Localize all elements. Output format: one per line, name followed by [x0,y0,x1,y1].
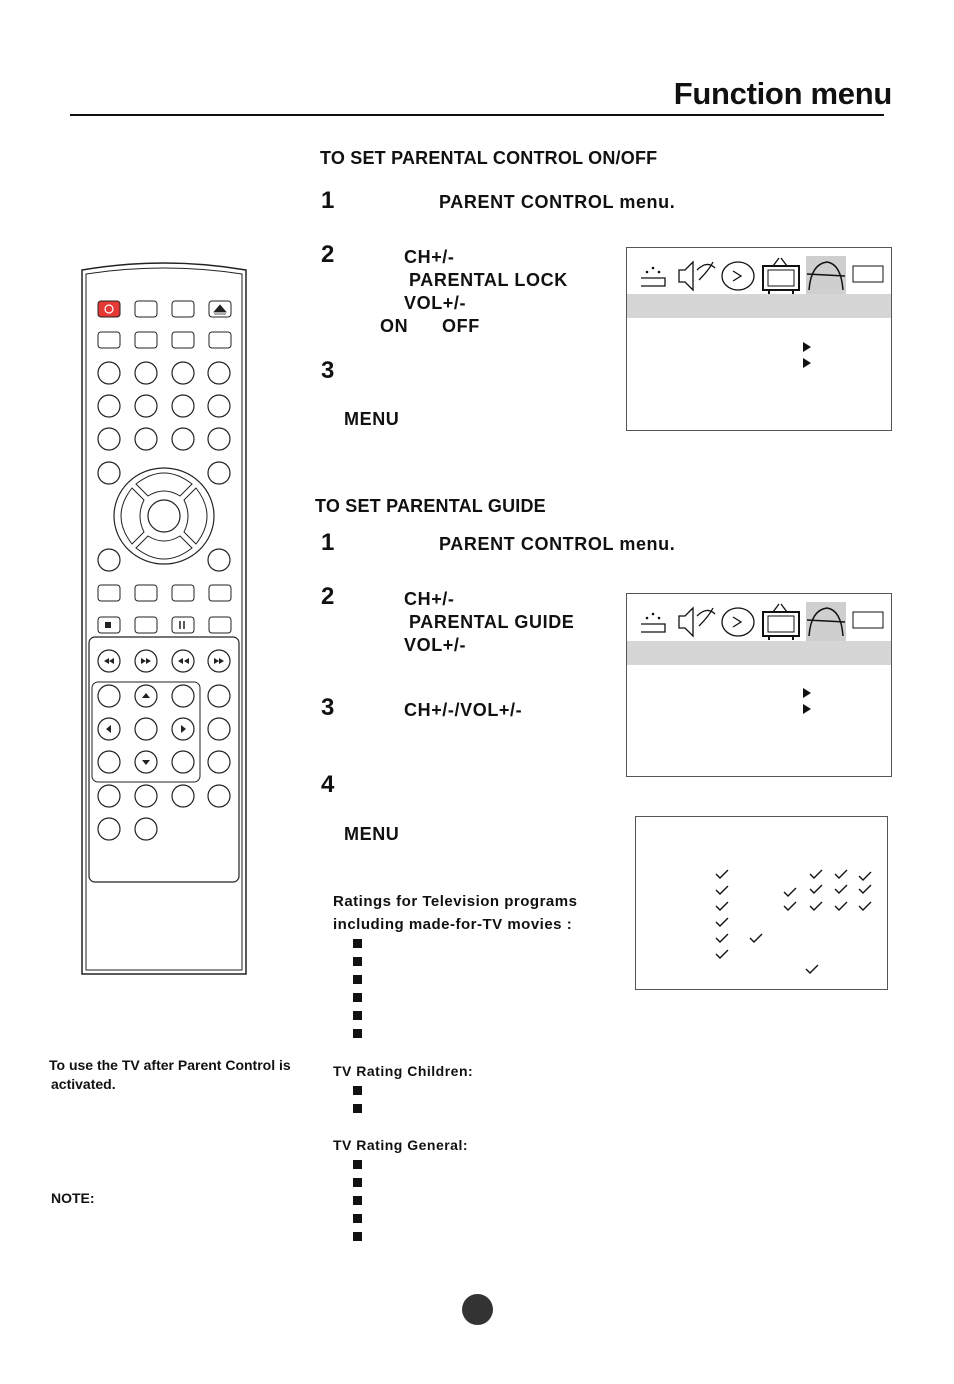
general-rating-label: TV Rating General: [333,1137,469,1153]
step-number: 4 [321,771,335,798]
step-number: 2 [321,583,335,610]
children-rating-label: TV Rating Children: [333,1063,474,1079]
picture-icon [641,266,666,287]
step-number: 3 [321,357,335,384]
step-text: PARENTAL LOCK [409,270,568,290]
tv-icon [762,257,800,294]
page-title: Function menu [673,76,893,111]
step-text: PARENTAL GUIDE [409,612,575,632]
osd-menu-parental-guide [626,593,892,777]
section-heading-guide: TO SET PARENTAL GUIDE [315,496,546,516]
note-label: NOTE: [51,1190,95,1206]
step-text: PARENT CONTROL menu. [439,192,676,212]
step-text: VOL+/- [404,293,467,313]
submenu-arrow-icon [803,688,811,698]
menu-icon-bar [641,602,884,641]
bullet [353,1011,362,1020]
submenu-arrow-icon [803,358,811,368]
sound-icon [678,260,716,292]
option-off: OFF [442,316,480,336]
clock-icon [721,261,755,291]
step-text: PARENT CONTROL menu. [439,534,676,554]
clock-icon [721,607,755,637]
submenu-arrow-icon [803,704,811,714]
step-text: CH+/-/VOL+/- [404,700,523,720]
remote-control [80,262,248,980]
section-heading-onoff: TO SET PARENTAL CONTROL ON/OFF [320,148,658,168]
bullet [353,939,362,948]
parental-icon [806,261,846,291]
usage-note: activated. [51,1076,116,1092]
bullet [353,993,362,1002]
menu-icon-bar [641,256,884,295]
ratings-grid [635,816,888,990]
parental-icon [806,607,846,637]
step-number: 1 [321,529,335,556]
blank-tab [852,611,884,629]
option-on: ON [380,316,409,336]
osd-menu-parental-lock [626,247,892,431]
ratings-checkmarks [715,869,872,974]
menu-key-label: MENU [344,409,400,429]
bullet [353,1178,362,1187]
usage-note: To use the TV after Parent Control is [49,1057,291,1073]
step-text: VOL+/- [404,635,467,655]
step-text: CH+/- [404,247,455,267]
bullet [353,1196,362,1205]
header-divider [70,114,884,116]
bullet [353,1086,362,1095]
submenu-arrow-icon [803,342,811,352]
menu-key-label: MENU [344,824,400,844]
bullet [353,1029,362,1038]
blank-tab [852,265,884,283]
step-number: 1 [321,187,335,214]
bullet [353,975,362,984]
step-number: 3 [321,694,335,721]
picture-icon [641,612,666,633]
bullet [353,1232,362,1241]
ratings-heading: including made-for-TV movies : [333,916,573,933]
ratings-heading: Ratings for Television programs [333,893,578,910]
sound-icon [678,606,716,638]
bullet [353,1104,362,1113]
selected-row [627,294,891,318]
step-number: 2 [321,241,335,268]
selected-row [627,641,891,665]
step-text: CH+/- [404,589,455,609]
bullet [353,1160,362,1169]
page-number-badge [462,1294,493,1325]
bullet [353,957,362,966]
remote-control-drawing [81,262,247,975]
bullet [353,1214,362,1223]
tv-icon [762,603,800,640]
